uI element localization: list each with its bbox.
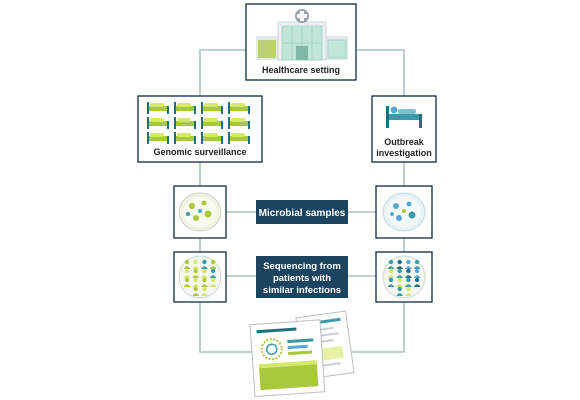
person-icon bbox=[201, 259, 208, 269]
person-icon bbox=[183, 277, 191, 287]
person-icon bbox=[209, 259, 217, 269]
microbial-samples-label: Microbial samples bbox=[259, 208, 346, 219]
person-icon bbox=[192, 277, 200, 287]
person-icon bbox=[387, 268, 395, 278]
person-icon bbox=[209, 277, 217, 287]
connector-hospital-outbreak bbox=[356, 49, 405, 96]
people-grid-right bbox=[375, 251, 433, 303]
bed-icon bbox=[201, 132, 223, 144]
genomic-surveillance-node: Genomic surveillance bbox=[137, 95, 263, 163]
person-icon bbox=[192, 268, 200, 278]
bed-icon bbox=[174, 132, 196, 144]
hospital-node: Healthcare setting bbox=[245, 3, 357, 81]
sequencing-line1: Sequencing from bbox=[263, 261, 341, 272]
hospital-icon bbox=[256, 9, 348, 61]
person-icon bbox=[209, 268, 217, 278]
hospital-label: Healthcare setting bbox=[262, 65, 340, 75]
outbreak-investigation-node: Outbreak investigation bbox=[371, 95, 437, 163]
report-documents-icon bbox=[249, 310, 355, 398]
patient-bed-icon bbox=[386, 106, 422, 128]
petri-dish-blue-icon bbox=[382, 192, 426, 232]
person-icon bbox=[413, 259, 421, 269]
sequencing-line3: similar infections bbox=[263, 285, 341, 296]
bed-icon bbox=[147, 132, 169, 144]
person-icon bbox=[387, 277, 395, 287]
person-icon bbox=[183, 268, 191, 278]
person-icon bbox=[405, 286, 412, 296]
person-icon bbox=[201, 286, 208, 296]
connector-right-report bbox=[350, 302, 405, 353]
bed-icon bbox=[228, 117, 250, 129]
bed-icon bbox=[147, 102, 169, 114]
bed-icon bbox=[174, 102, 196, 114]
person-icon bbox=[396, 259, 404, 269]
person-icon bbox=[405, 268, 412, 278]
connector-lines bbox=[199, 49, 405, 353]
bed-icon bbox=[228, 132, 250, 144]
person-icon bbox=[192, 286, 200, 296]
person-icon bbox=[387, 259, 395, 269]
person-icon bbox=[413, 268, 421, 278]
petri-dish-left bbox=[173, 185, 227, 239]
person-icon bbox=[192, 259, 200, 269]
bed-icon bbox=[228, 102, 250, 114]
petri-dish-green-icon bbox=[178, 192, 222, 232]
microbial-samples-box: Microbial samples bbox=[256, 200, 348, 224]
person-icon bbox=[396, 268, 404, 278]
outbreak-label-line1: Outbreak bbox=[384, 137, 425, 147]
people-grid-left bbox=[173, 251, 227, 303]
people-grid-teal-icon bbox=[382, 255, 426, 299]
person-icon bbox=[405, 277, 412, 287]
person-icon bbox=[396, 286, 404, 296]
person-icon bbox=[413, 277, 421, 287]
bed-icon bbox=[201, 102, 223, 114]
connector-left-report bbox=[199, 302, 256, 353]
petri-dish-right bbox=[375, 185, 433, 239]
person-icon bbox=[405, 259, 412, 269]
sequencing-box: Sequencing from patients with similar in… bbox=[256, 256, 348, 298]
person-icon bbox=[396, 277, 404, 287]
connector-hospital-genomic bbox=[199, 49, 246, 96]
person-icon bbox=[201, 277, 208, 287]
person-icon bbox=[201, 268, 208, 278]
hospital-beds-icon bbox=[147, 102, 250, 144]
outbreak-label-line2: investigation bbox=[376, 148, 432, 158]
bed-icon bbox=[174, 117, 196, 129]
sequencing-line2: patients with bbox=[273, 273, 331, 284]
person-icon bbox=[183, 259, 191, 269]
people-grid-green-icon bbox=[178, 255, 222, 299]
genomic-surveillance-label: Genomic surveillance bbox=[153, 147, 246, 157]
bed-icon bbox=[201, 117, 223, 129]
bed-icon bbox=[147, 117, 169, 129]
